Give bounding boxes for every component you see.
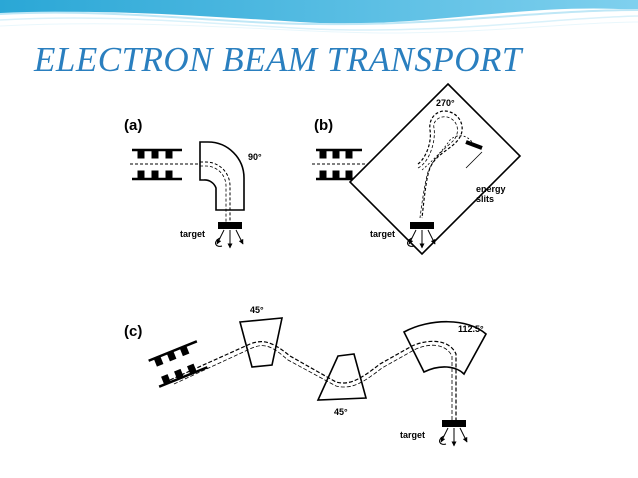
- panel-b-target-label: target: [370, 229, 395, 239]
- slide-title: ELECTRON BEAM TRANSPORT: [34, 40, 522, 79]
- panel-b-slits-label-line1: energy: [476, 184, 506, 194]
- panel-c-label: (c): [124, 323, 142, 340]
- panel-a-target-label: target: [180, 229, 205, 239]
- beam-transport-diagram: (a) 90°: [124, 82, 522, 447]
- panel-a-label: (a): [124, 117, 142, 134]
- panel-b-target: [407, 222, 436, 249]
- panel-b-slits-label-line2: slits: [476, 194, 494, 204]
- panel-c-target-label: target: [400, 430, 425, 440]
- panel-b-angle-label: 270°: [436, 98, 455, 108]
- panel-c-target: [439, 420, 468, 447]
- panel-c: (c) 45° 45°: [124, 305, 488, 447]
- panel-b-bending-magnet: [348, 82, 522, 256]
- header-wave-decoration: [0, 0, 638, 34]
- panel-c-accelerator-guide: [148, 340, 208, 388]
- panel-a: (a) 90°: [124, 117, 262, 249]
- panel-a-accelerator-guide: [132, 148, 182, 181]
- beam-transport-figure: (a) 90°: [100, 82, 538, 463]
- panel-c-angle-label-2: 45°: [334, 407, 348, 417]
- panel-c-angle-label-1: 45°: [250, 305, 264, 315]
- panel-c-angle-label-3: 112.5°: [458, 324, 484, 334]
- panel-b-label: (b): [314, 117, 333, 134]
- panel-c-magnet-45-second: [316, 353, 368, 401]
- panel-a-target: [215, 222, 244, 249]
- panel-b: (b) 270°: [312, 82, 522, 256]
- panel-a-bending-magnet: [199, 141, 245, 211]
- panel-b-energy-slits: [465, 140, 483, 150]
- panel-a-angle-label: 90°: [248, 152, 262, 162]
- panel-c-magnet-112-5: [402, 320, 488, 376]
- panel-c-magnet-45-first: [238, 317, 284, 368]
